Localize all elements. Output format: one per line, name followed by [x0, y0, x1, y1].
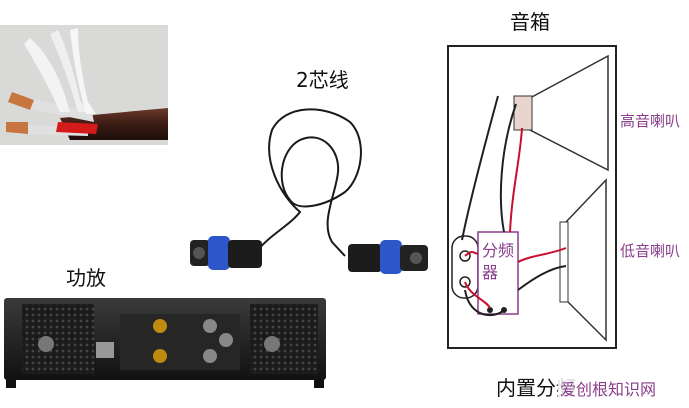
- amplifier-unit: [4, 298, 326, 388]
- tangled-wire: [257, 108, 362, 257]
- speaker-box-label: 音箱: [510, 10, 550, 34]
- cable-label: 2芯线: [296, 68, 349, 92]
- internal-wiring: [461, 95, 567, 317]
- amplifier-label: 功放: [66, 266, 106, 290]
- speaker-cabinet: [447, 45, 617, 349]
- right-connector: [348, 240, 428, 274]
- left-connector: [190, 236, 262, 270]
- crossover-label: 分频器: [482, 241, 515, 282]
- tweeter-label: 高音喇叭: [620, 112, 681, 130]
- cable-photo: [0, 25, 168, 145]
- watermark-text: 爱创根知识网: [558, 376, 659, 400]
- woofer-label: 低音喇叭: [620, 242, 681, 260]
